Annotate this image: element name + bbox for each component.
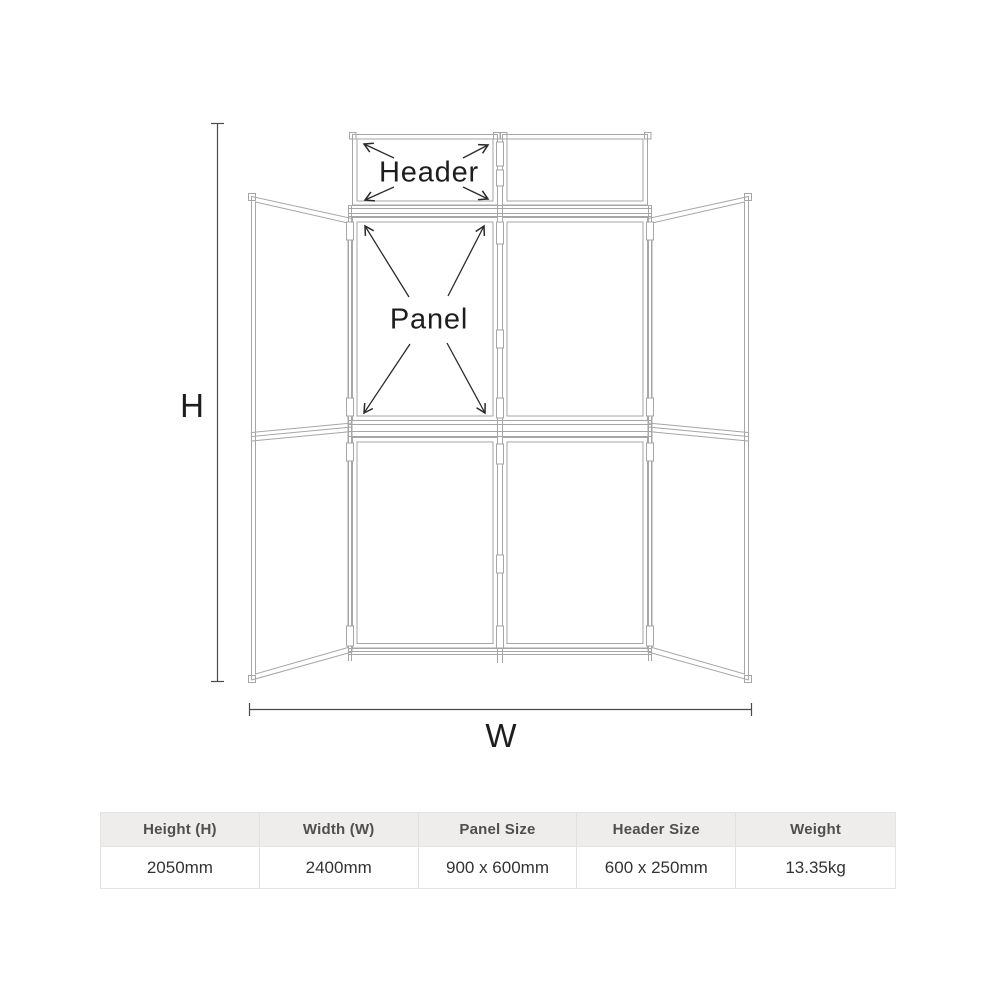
panel-callout-arrows [363,224,486,415]
stand-frame [248,132,752,683]
width-dimension-line [248,703,753,716]
spec-value-height: 2050mm [101,847,260,888]
header-callout-arrows [362,142,490,202]
spec-header-weight: Weight [790,821,842,838]
spec-table-value-row: 2050mm 2400mm 900 x 600mm 600 x 250mm 13… [101,846,895,888]
spec-value-width: 2400mm [260,847,419,888]
right-wing-panels [647,193,752,683]
spec-value-panel-size: 900 x 600mm [419,847,578,888]
hinges [346,134,654,663]
spec-header-height: Height (H) [101,813,260,846]
center-panels [352,217,648,649]
spec-table: Height (H) Width (W) Panel Size Header S… [100,812,896,889]
horizontal-rails [348,205,652,655]
spec-header-header-size: Header Size [577,813,737,846]
height-dimension-label: H [180,387,204,424]
spec-header-width: Width (W) [260,813,419,846]
header-panel-label: Header [379,156,479,189]
width-dimension-label: W [485,717,517,754]
spec-table-header-row: Height (H) Width (W) Panel Size Header S… [101,813,895,846]
spec-value-header-size: 600 x 250mm [577,847,737,888]
left-wing-panels [248,193,353,683]
height-dimension-line [211,122,224,683]
panel-label: Panel [389,303,469,336]
spec-value-weight: 13.35kg [785,858,846,877]
spec-header-panel-size: Panel Size [419,813,578,846]
